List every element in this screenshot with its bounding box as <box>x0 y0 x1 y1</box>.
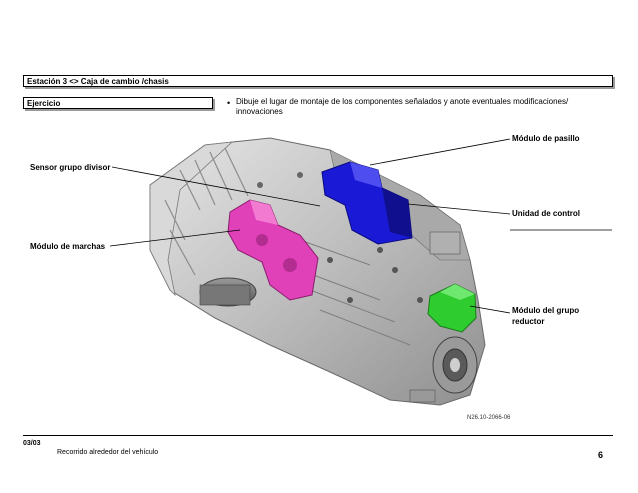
pink-component <box>227 199 319 301</box>
label-modulo-grupo-reductor-line2: reductor <box>512 317 545 326</box>
blue-component <box>321 161 413 245</box>
green-component <box>427 283 477 333</box>
leader-lines <box>109 138 612 314</box>
image-reference: N26.10-2066-06 <box>467 415 511 421</box>
station-title-bar: Estación 3 <> Caja de cambio /chasis <box>23 75 613 87</box>
exercise-label: Ejercicio <box>27 99 61 108</box>
footer-divider <box>23 435 613 436</box>
label-modulo-marchas: Módulo de marchas <box>30 242 106 251</box>
bullet-icon: • <box>227 98 231 108</box>
footer-date: 03/03 <box>23 440 41 447</box>
label-unidad-control: Unidad de control <box>512 209 580 218</box>
exercise-instruction: Dibuje el lugar de montaje de los compon… <box>236 97 569 116</box>
label-modulo-pasillo: Módulo de pasillo <box>512 134 580 143</box>
label-sensor-grupo-divisor: Sensor grupo divisor <box>30 163 111 172</box>
exercise-box: Ejercicio <box>23 97 213 109</box>
footer-text: Recorrido alrededor del vehículo <box>57 449 159 456</box>
label-modulo-grupo-reductor-line1: Módulo del grupo <box>512 306 580 315</box>
page-number: 6 <box>598 450 604 460</box>
station-title: Estación 3 <> Caja de cambio /chasis <box>27 77 169 86</box>
gearbox-housing <box>149 137 486 406</box>
